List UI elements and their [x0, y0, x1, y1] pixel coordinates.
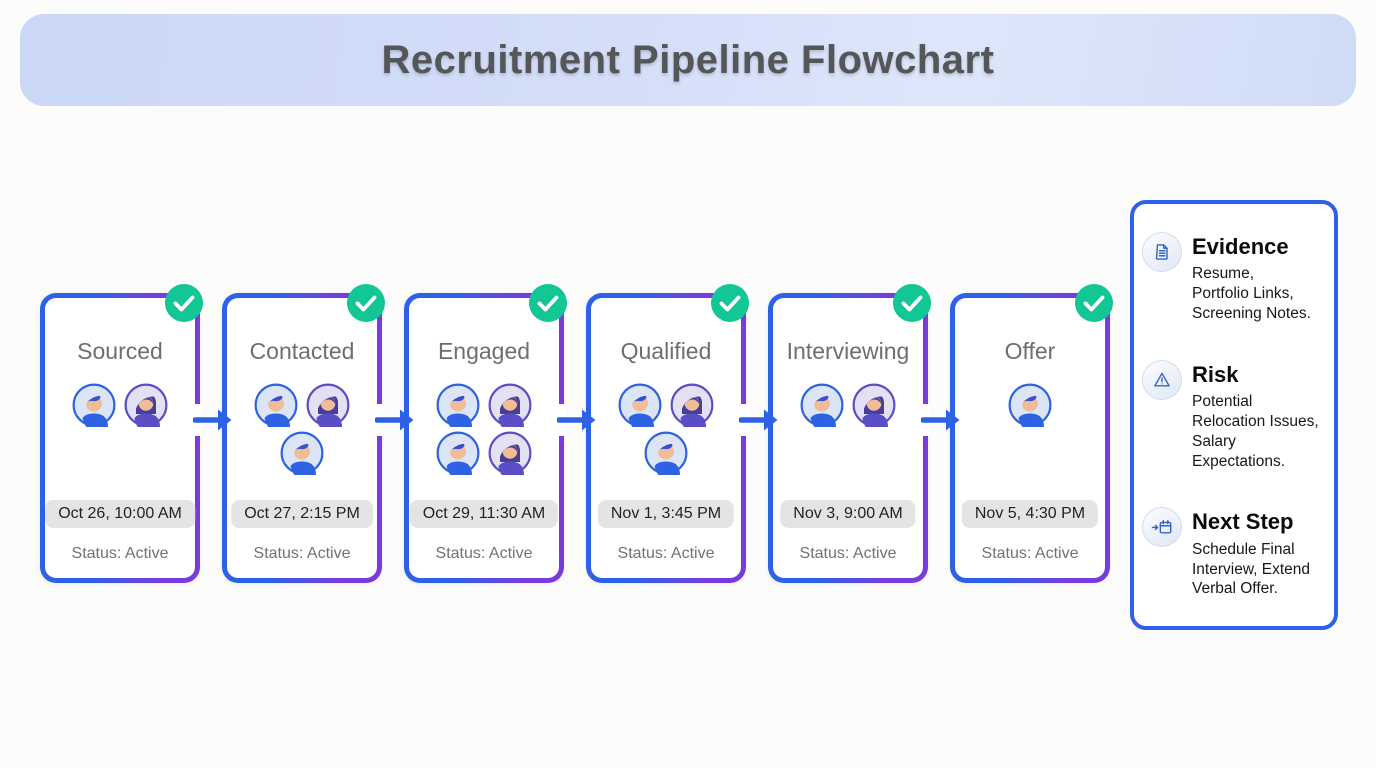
stage-card-qualified: Qualified: [586, 284, 749, 583]
panel-body: Resume, Portfolio Links, Screening Notes…: [1192, 265, 1311, 322]
stage-card-offer: Offer Nov 5, 4:30 PM Status: Active: [950, 284, 1113, 583]
stage-title: Sourced: [77, 338, 163, 364]
avatar-male-icon: [800, 383, 844, 427]
avatar-female-icon: [670, 383, 714, 427]
stage-avatars: [591, 383, 741, 475]
panel-section-next-step: Next Step Schedule Final Interview, Exte…: [1142, 507, 1328, 599]
stage-timestamp: Nov 3, 9:00 AM: [780, 500, 916, 528]
stage-card-contacted: Contacted: [222, 284, 385, 583]
stage-timestamp: Oct 27, 2:15 PM: [231, 500, 373, 528]
avatar-male-icon: [436, 431, 480, 475]
panel-heading: Evidence: [1192, 234, 1289, 259]
check-icon: [165, 284, 203, 322]
stage-timestamp: Oct 26, 10:00 AM: [45, 500, 195, 528]
stage-avatars: [227, 383, 377, 475]
connector-arrow-icon: [739, 404, 778, 436]
panel-heading: Next Step: [1192, 509, 1294, 535]
connector-arrow-icon: [375, 404, 414, 436]
panel-heading: Risk: [1192, 361, 1239, 387]
stage-timestamp: Nov 5, 4:30 PM: [961, 500, 1099, 528]
check-icon: [711, 284, 749, 322]
avatar-male-icon: [644, 431, 688, 475]
avatar-female-icon: [124, 383, 168, 427]
stage-status: Status: Active: [435, 545, 533, 562]
stage-card-interviewing: Interviewing Nov 3, 9:00 AM Status: Acti…: [768, 284, 931, 583]
stage-avatars: [409, 383, 559, 475]
avatar-female-icon: [852, 383, 896, 427]
stage-card-engaged: Engaged: [404, 284, 567, 583]
avatar-male-icon: [618, 383, 662, 427]
panel-section-risk: Risk Potential Relocation Issues, Salary…: [1142, 359, 1328, 472]
stage-status: Status: Active: [253, 545, 351, 562]
check-icon: [893, 284, 931, 322]
panel-section-evidence: Evidence Resume, Portfolio Links, Screen…: [1142, 232, 1328, 324]
stage-title: Qualified: [620, 338, 712, 364]
avatar-male-icon: [254, 383, 298, 427]
stage-status: Status: Active: [799, 545, 897, 562]
stage-title: Offer: [1004, 338, 1056, 364]
avatar-row: [436, 383, 532, 427]
stage-status: Status: Active: [617, 545, 715, 562]
connector-arrow-icon: [557, 404, 596, 436]
avatar-row: [72, 383, 168, 427]
panel-body: Potential Relocation Issues, Salary Expe…: [1192, 393, 1319, 470]
stage-title: Engaged: [437, 338, 531, 364]
avatar-female-icon: [488, 383, 532, 427]
avatar-row: [280, 431, 324, 475]
check-icon: [347, 284, 385, 322]
stage-avatars: [955, 383, 1105, 427]
avatar-male-icon: [436, 383, 480, 427]
stage-title: Contacted: [249, 338, 355, 364]
stage-avatars: [45, 383, 195, 427]
connector-arrow-icon: [921, 404, 960, 436]
stage-status: Status: Active: [71, 545, 169, 562]
avatar-male-icon: [1008, 383, 1052, 427]
side-panel: Evidence Resume, Portfolio Links, Screen…: [1130, 200, 1338, 630]
avatar-male-icon: [72, 383, 116, 427]
avatar-female-icon: [306, 383, 350, 427]
avatar-row: [644, 431, 688, 475]
document-icon: [1142, 232, 1182, 272]
panel-body: Schedule Final Interview, Extend Verbal …: [1192, 540, 1311, 598]
stage-timestamp: Nov 1, 3:45 PM: [597, 500, 735, 528]
avatar-row: [436, 431, 532, 475]
avatar-row: [1008, 383, 1052, 427]
stage-avatars: [773, 383, 923, 427]
stage-title: Interviewing: [786, 338, 910, 364]
check-icon: [529, 284, 567, 322]
stage-card-sourced: Sourced Oct 26, 10:00 AM Status: Active: [40, 284, 203, 583]
avatar-row: [618, 383, 714, 427]
avatar-female-icon: [488, 431, 532, 475]
stage-status: Status: Active: [981, 545, 1079, 562]
check-icon: [1075, 284, 1113, 322]
avatar-male-icon: [280, 431, 324, 475]
connector-arrow-icon: [193, 404, 232, 436]
page-title: Recruitment Pipeline Flowchart: [381, 37, 995, 82]
avatar-row: [800, 383, 896, 427]
stage-timestamp: Oct 29, 11:30 AM: [409, 500, 559, 528]
warning-icon: [1142, 359, 1182, 400]
avatar-row: [254, 383, 350, 427]
header-banner: Recruitment Pipeline Flowchart: [20, 14, 1356, 106]
calendar-arrow-icon: [1142, 507, 1182, 548]
